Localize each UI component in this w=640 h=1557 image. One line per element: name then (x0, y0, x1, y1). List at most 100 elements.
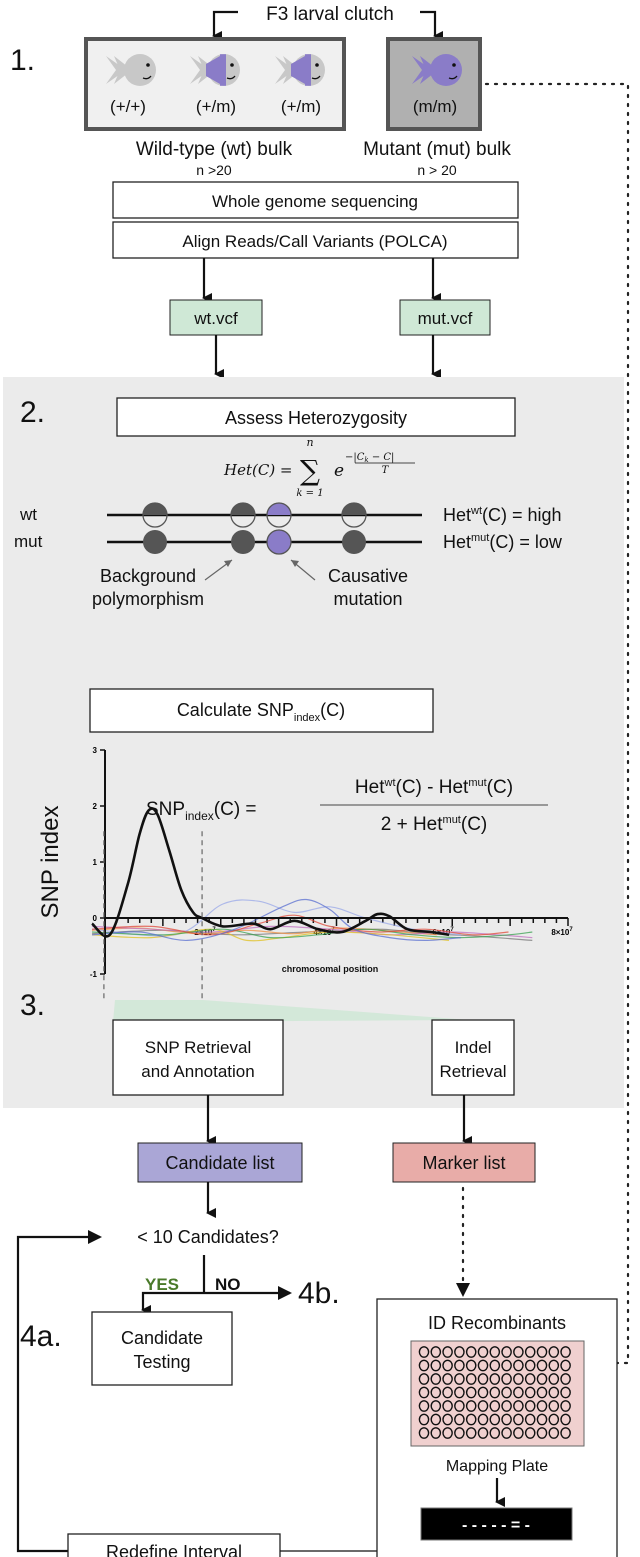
plate-well (560, 1373, 571, 1385)
plate-well (501, 1413, 512, 1426)
plate-well (418, 1359, 430, 1372)
plate-well (524, 1346, 536, 1358)
causative-label: Causative (328, 566, 408, 586)
redefine-interval-box (67, 1533, 281, 1557)
het-allele-marker (230, 502, 256, 528)
fish-het-icon (274, 53, 326, 87)
plate-well (454, 1413, 465, 1426)
causative-label: mutation (333, 589, 402, 609)
plate-well (560, 1400, 571, 1412)
plate-well (465, 1413, 477, 1426)
plate-well (477, 1386, 489, 1399)
plate-well (418, 1413, 430, 1426)
plate-well (524, 1359, 536, 1372)
plate-well (442, 1359, 453, 1372)
wgs-box (112, 181, 519, 219)
het-mut-label: Hetmut(C) = low (443, 532, 563, 552)
plate-well (418, 1373, 430, 1385)
sum-lower: k = 1 (296, 488, 323, 499)
wt-track-label: wt (19, 505, 37, 524)
plate-well (465, 1427, 477, 1439)
plate-well (524, 1413, 536, 1426)
plate-well (465, 1359, 477, 1372)
plate-well (524, 1400, 536, 1412)
x-axis-label: chromosomal position (282, 964, 379, 974)
indel-retrieval-label: Retrieval (439, 1062, 506, 1081)
genotype-label: (+/m) (196, 97, 236, 116)
indel-retrieval-label: Indel (455, 1038, 492, 1057)
plate-well (513, 1346, 524, 1358)
step-4b-label: 4b. (298, 1277, 340, 1310)
mapping-plate-label: Mapping Plate (446, 1458, 548, 1475)
step-4a-label: 4a. (20, 1320, 62, 1353)
interval-projection (113, 1000, 470, 1022)
plate-well (442, 1386, 453, 1399)
yes-arrow (141, 1291, 204, 1315)
plate-well (454, 1346, 465, 1358)
arrow-head-icon (456, 1283, 470, 1297)
plate-well (430, 1373, 442, 1385)
plate-well (454, 1427, 465, 1439)
mut-bulk-label: Mutant (mut) bulk (363, 139, 511, 160)
heterozygosity-diagram: wt mut Hetwt(C) = high Hetmut(C) = low B… (14, 502, 563, 609)
plate-well (513, 1427, 524, 1439)
plate-well (489, 1400, 501, 1412)
het-allele-marker (341, 502, 367, 528)
plate-well (442, 1427, 453, 1439)
gel-readout (420, 1507, 573, 1541)
plate-well (548, 1373, 560, 1385)
arrow-to-wt (212, 10, 238, 41)
series-line-chr-a (91, 898, 461, 942)
plate-well (442, 1373, 453, 1385)
exp-numerator: −|Ck − C| (345, 452, 394, 464)
y-axis-label: SNP index (37, 806, 64, 919)
plate-well (524, 1427, 536, 1439)
plate-well (513, 1373, 524, 1385)
mut-bulk-n: n > 20 (417, 162, 457, 178)
step-2-label: 2. (20, 396, 45, 429)
fish-mutant-icon (412, 54, 462, 86)
mut-to-plate-dotted-connector (484, 82, 630, 1365)
plate-well (477, 1359, 489, 1372)
loop-back-connector (16, 1230, 102, 1553)
plate-well (454, 1400, 465, 1412)
plate-well (477, 1346, 489, 1358)
sum-symbol: ∑ (300, 454, 320, 487)
plate-well (548, 1386, 560, 1399)
arrow-to-mut (420, 10, 443, 41)
plate-well (418, 1386, 430, 1399)
plate-well (501, 1386, 512, 1399)
calculate-label: Calculate SNPindex(C) (177, 700, 345, 724)
candidate-testing-label: Candidate (121, 1328, 203, 1348)
snp-retrieval-box (112, 1019, 284, 1096)
y-tick-label: 0 (93, 914, 98, 923)
plate-well (560, 1359, 571, 1372)
snp-retrieval-label: and Annotation (141, 1062, 254, 1081)
marker-list-box (392, 1142, 536, 1183)
plate-well (489, 1359, 501, 1372)
plate-well (477, 1373, 489, 1385)
plate-well (536, 1373, 548, 1385)
plate-well (501, 1373, 512, 1385)
exp-base: e (334, 461, 344, 481)
exp-denominator: T (382, 465, 390, 476)
clutch-label: F3 larval clutch (266, 4, 394, 25)
plate-well (536, 1386, 548, 1399)
het-wt-label: Hetwt(C) = high (443, 505, 562, 525)
x-tick-label: 8×107 (551, 927, 573, 937)
plate-well (548, 1413, 560, 1426)
plate-well (524, 1373, 536, 1385)
genotype-label: (+/+) (110, 97, 146, 116)
background-label: polymorphism (92, 589, 204, 609)
redefine-interval-label: Redefine Interval (106, 1542, 242, 1557)
plate-well (454, 1373, 465, 1385)
wgs-label: Whole genome sequencing (212, 192, 418, 211)
plate-well (442, 1346, 453, 1358)
no-label: NO (215, 1275, 241, 1294)
plate-well (489, 1373, 501, 1385)
plate-well (442, 1400, 453, 1412)
plate-well (418, 1346, 430, 1358)
y-tick-label: 3 (93, 746, 98, 755)
plate-well (489, 1427, 501, 1439)
